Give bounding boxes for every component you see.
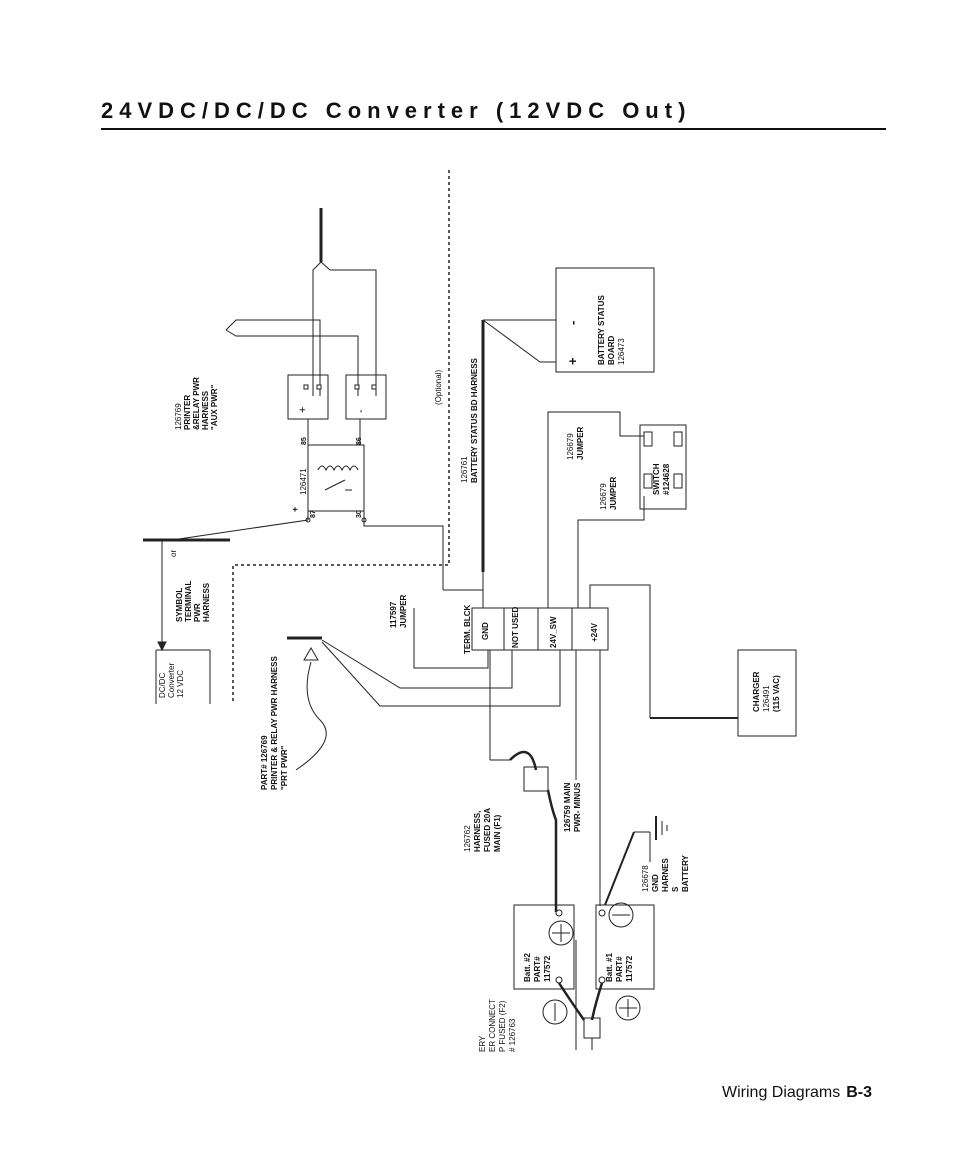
fuse-minus-symbol: - (355, 409, 367, 413)
svg-text:CHARGER: CHARGER (752, 671, 761, 712)
svg-text:BOARD: BOARD (607, 335, 616, 365)
svg-text:126491: 126491 (762, 685, 771, 712)
svg-text:BATTERY STATUS: BATTERY STATUS (597, 295, 606, 365)
svg-text:GND: GND (651, 874, 660, 892)
svg-text:JUMPER: JUMPER (399, 594, 408, 628)
svg-text:126473: 126473 (617, 338, 626, 365)
connect-harness-label: ERY ER CONNECT P FUSED (F2) # 126763 (478, 999, 517, 1052)
svg-text:GND: GND (481, 622, 490, 640)
svg-text:(115 VAC): (115 VAC) (772, 675, 781, 712)
svg-text:BATTERY: BATTERY (681, 854, 690, 892)
svg-text:TERMINAL: TERMINAL (184, 581, 193, 622)
jumper-top-label: 126679 JUMPER (566, 426, 585, 460)
svg-text:+: + (290, 507, 300, 512)
svg-text:126762: 126762 (463, 825, 472, 852)
board-minus: - (565, 321, 580, 325)
svg-text:Batt. #1: Batt. #1 (605, 953, 614, 982)
svg-text:FUSED 20A: FUSED 20A (483, 808, 492, 852)
svg-text:S: S (671, 886, 680, 892)
svg-text:PWR- MINUS: PWR- MINUS (573, 782, 582, 832)
svg-text:HARNESS,: HARNESS, (473, 811, 482, 852)
term-block-label: TERM. BLCK (463, 604, 472, 654)
svg-text:P FUSED (F2): P FUSED (F2) (498, 1000, 507, 1052)
svg-text:85: 85 (301, 437, 308, 445)
svg-text:BATTERY STATUS BD HARNESS: BATTERY STATUS BD HARNESS (470, 357, 479, 483)
svg-text:PWR: PWR (193, 603, 202, 622)
jumper-mid-label: 126679 JUMPER (599, 476, 618, 510)
dcdc-converter-label: DC/DC Converter 12 VDC (158, 663, 185, 698)
svg-text:117572: 117572 (543, 955, 552, 982)
fused-harness-label: 126762 HARNESS, FUSED 20A MAIN (F1) (463, 808, 502, 852)
charger-label: CHARGER 126491 (115 VAC) (752, 671, 781, 712)
svg-text:PART#: PART# (533, 956, 542, 982)
svg-text:SWITCH: SWITCH (652, 463, 661, 495)
svg-text:HARNESS: HARNESS (201, 390, 210, 430)
svg-text:126679: 126679 (599, 483, 608, 510)
svg-text:Converter: Converter (167, 663, 176, 698)
svg-text:HARNES: HARNES (661, 858, 670, 892)
battery-status-board-label: BATTERY STATUS BOARD 126473 (597, 295, 626, 365)
svg-text:"PRT PWR": "PRT PWR" (280, 745, 289, 790)
fuse-plus-symbol: + (297, 407, 309, 413)
svg-text:30: 30 (356, 510, 363, 518)
prt-harness-label: PART# 126769 PRINTER & RELAY PWR HARNESS… (260, 656, 289, 790)
svg-text:126759 MAIN: 126759 MAIN (563, 782, 572, 832)
svg-text:SYMBOL: SYMBOL (175, 588, 184, 622)
svg-text:PART# 126769: PART# 126769 (260, 735, 269, 790)
svg-text:PART#: PART# (615, 956, 624, 982)
svg-text:&RELAY PWR: &RELAY PWR (192, 377, 201, 430)
svg-text:24V_SW: 24V_SW (549, 616, 558, 648)
page-title: 24VDC/DC/DC Converter (12VDC Out) (101, 98, 692, 123)
title-rule (101, 128, 886, 130)
svg-text:126761: 126761 (460, 456, 469, 483)
svg-text:MAIN (F1): MAIN (F1) (493, 814, 502, 852)
gnd-harness-label: 126678 GND HARNES S BATTERY (641, 854, 690, 892)
svg-text:"AUX PWR": "AUX PWR" (210, 384, 219, 430)
terminal-labels: GND NOT USED 24V_SW +24V (481, 606, 599, 648)
svg-text:ER CONNECT: ER CONNECT (488, 999, 497, 1052)
board-plus: + (565, 357, 580, 365)
svg-text:JUMPER: JUMPER (609, 476, 618, 510)
svg-text:87: 87 (310, 510, 317, 518)
svg-text:# 126763: # 126763 (508, 1018, 517, 1052)
battery-2-label: Batt. #2 PART# 117572 (523, 953, 552, 982)
svg-text:126678: 126678 (641, 865, 650, 892)
optional-label: (Optional) (434, 370, 443, 405)
battery-1-label: Batt. #1 PART# 117572 (605, 953, 634, 982)
or-label: or (169, 550, 178, 557)
svg-text:DC/DC: DC/DC (158, 672, 167, 698)
relay-label: 126471 85 86 87 30 + (290, 437, 363, 518)
svg-text:126679: 126679 (566, 433, 575, 460)
switch-label: SWITCH #124628 (652, 463, 671, 495)
battery-status-harness-label: 126761 BATTERY STATUS BD HARNESS (460, 357, 479, 483)
svg-text:JUMPER: JUMPER (576, 426, 585, 460)
svg-text:86: 86 (356, 437, 363, 445)
svg-text:PRINTER: PRINTER (183, 395, 192, 430)
svg-text:PRINTER & RELAY PWR HARNESS: PRINTER & RELAY PWR HARNESS (270, 656, 279, 790)
svg-text:126769: 126769 (174, 403, 183, 430)
svg-text:126471: 126471 (299, 468, 308, 495)
svg-text:12 VDC: 12 VDC (176, 670, 185, 698)
footer-section: Wiring Diagrams (722, 1084, 841, 1101)
svg-text:117597: 117597 (389, 601, 398, 628)
footer-page-number: B-3 (846, 1084, 873, 1101)
svg-text:NOT USED: NOT USED (511, 606, 520, 648)
svg-text:Batt. #2: Batt. #2 (523, 953, 532, 982)
svg-text:+24V: +24V (590, 622, 599, 642)
svg-text:#124628: #124628 (662, 463, 671, 495)
svg-text:ERY: ERY (478, 1035, 487, 1052)
svg-text:117572: 117572 (625, 955, 634, 982)
page-footer: Wiring Diagrams B-3 (722, 1084, 872, 1102)
svg-text:HARNESS: HARNESS (202, 582, 211, 622)
main-minus-label: 126759 MAIN PWR- MINUS (563, 782, 582, 832)
aux-harness-label: 126769 PRINTER &RELAY PWR HARNESS "AUX P… (174, 377, 219, 430)
symbol-harness-label: SYMBOL TERMINAL PWR HARNESS (175, 581, 211, 622)
jumper-117597-label: 117597 JUMPER (389, 594, 408, 628)
